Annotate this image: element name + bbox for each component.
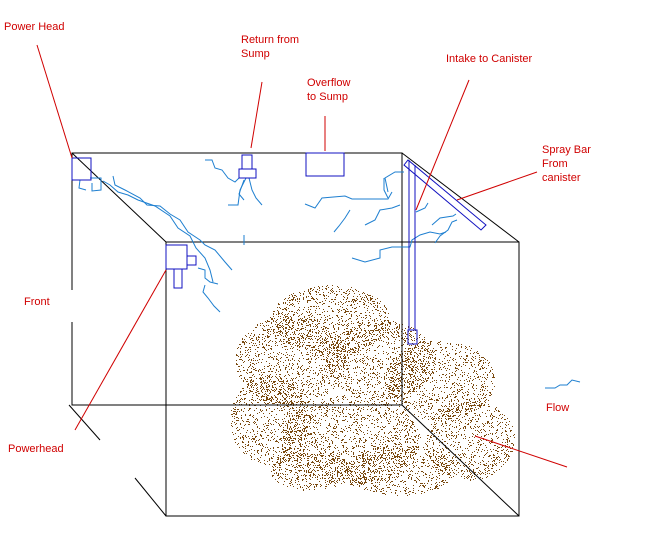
- powerhead-intake-icon: [173, 268, 183, 289]
- label-front: Front: [24, 296, 50, 308]
- tank-front-face: [165, 241, 520, 517]
- tank-edge: [401, 152, 520, 243]
- return-pipe-icon: [241, 154, 253, 170]
- return-outlet-icon: [238, 168, 257, 179]
- canister-intake-icon: [407, 329, 418, 345]
- label-flow: Flow: [546, 402, 570, 414]
- label-power-head: Power Head: [4, 21, 65, 33]
- water-flow-lines: [78, 159, 581, 389]
- tank-edge: [68, 404, 101, 441]
- spray-bar-icon: [403, 159, 487, 231]
- overflow-box-icon: [305, 152, 345, 177]
- powerhead-front-icon: [165, 244, 188, 270]
- tank-edge: [134, 477, 167, 517]
- equipment: [71, 152, 487, 345]
- power-head-back-icon: [71, 157, 92, 181]
- label-overflow-to-sump: Overflow to Sump: [307, 77, 351, 103]
- label-spray-bar: Spray Bar From canister: [542, 144, 591, 184]
- tank-edge: [71, 152, 167, 243]
- label-intake-to-canister: Intake to Canister: [446, 53, 533, 65]
- label-return-from-sump: Return from Sump: [241, 34, 300, 60]
- tank-back-face: [71, 152, 403, 406]
- tank-edge: [401, 404, 520, 517]
- gravel-rock-pile: [231, 285, 515, 496]
- annotation-lines: [36, 44, 568, 468]
- label-powerhead: Powerhead: [8, 443, 64, 455]
- gravel-speckles: [231, 285, 515, 496]
